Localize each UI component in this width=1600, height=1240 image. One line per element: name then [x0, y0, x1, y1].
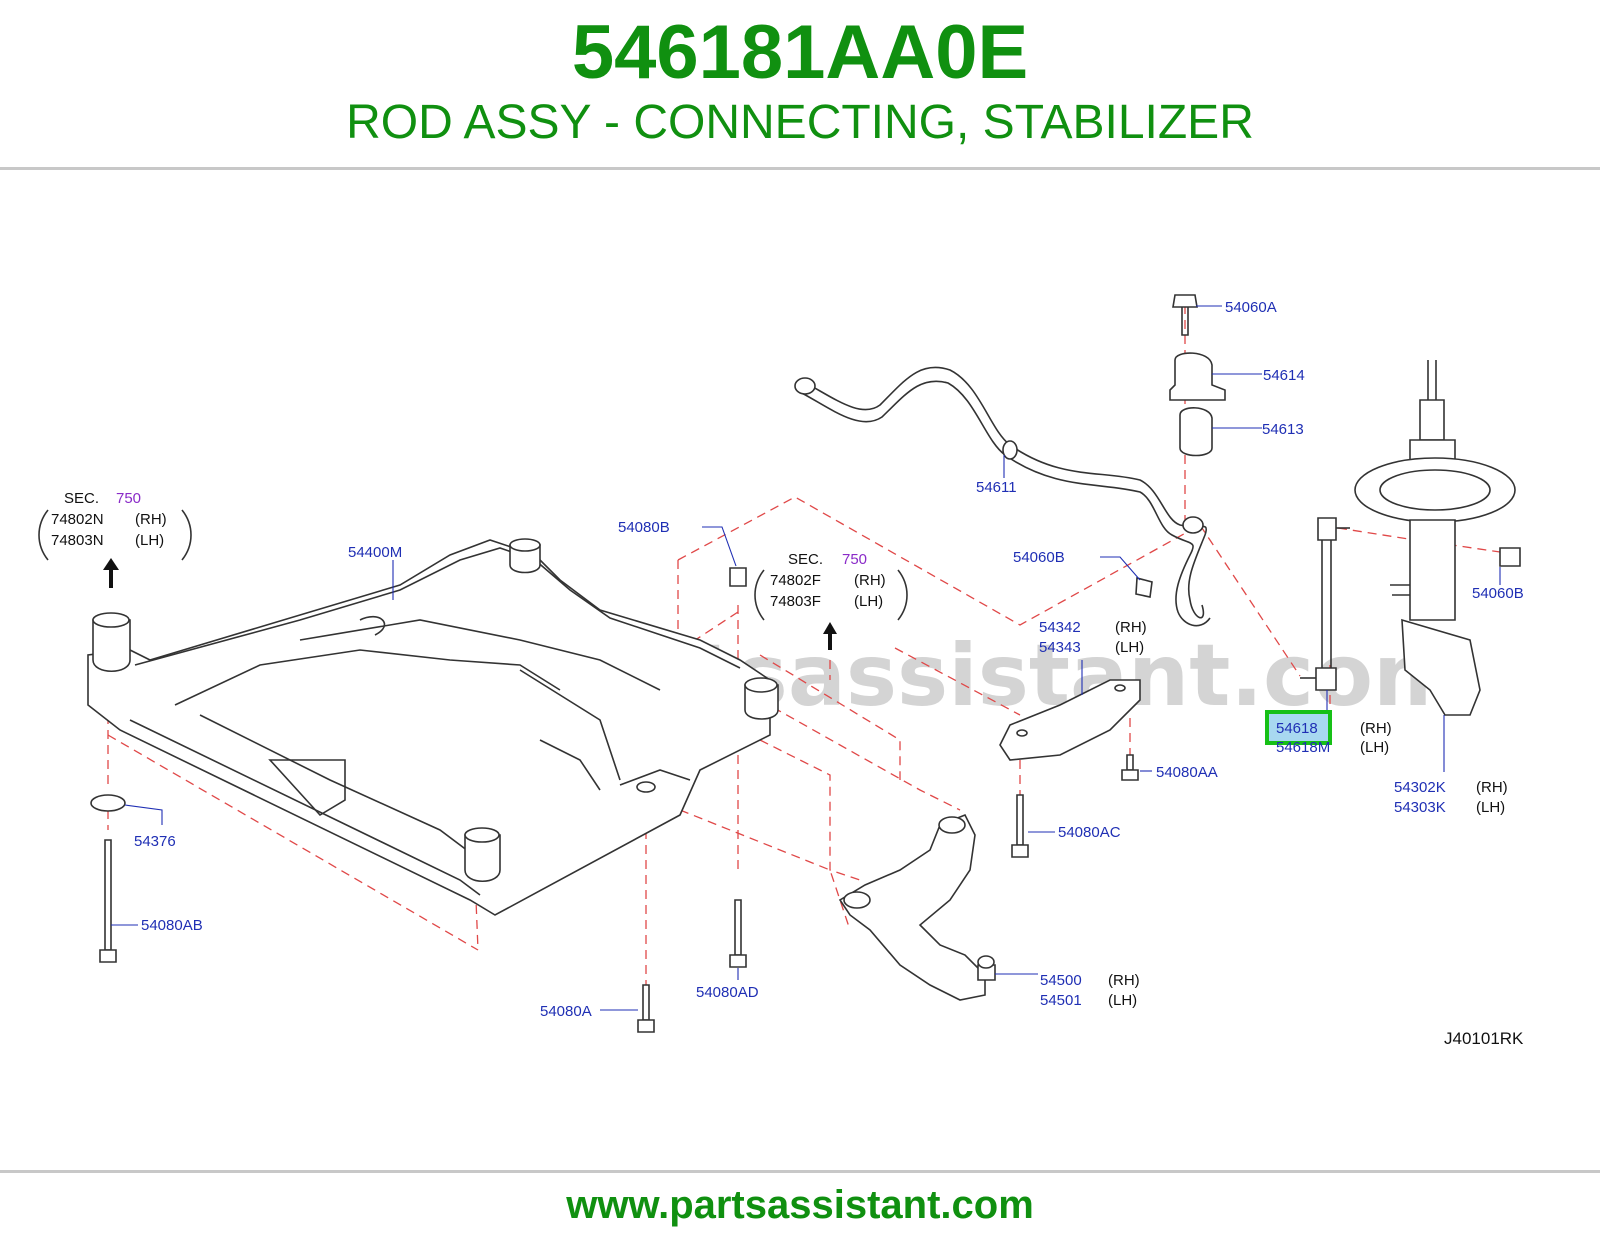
parts-diagram: www.partsassistant.com: [0, 170, 1600, 1168]
callout-54618[interactable]: 54618: [1276, 720, 1318, 737]
side-54501: (LH): [1108, 992, 1137, 1009]
callout-54500: 54500: [1040, 972, 1082, 989]
side-54303K: (LH): [1476, 799, 1505, 816]
page-header: 546181AA0E ROD ASSY - CONNECTING, STABIL…: [0, 0, 1600, 168]
front-suspension-member: [87, 538, 779, 916]
footer-divider: [0, 1170, 1600, 1173]
bolt-54080AA: [1126, 754, 1134, 771]
side-54302K: (RH): [1476, 779, 1508, 796]
bolt-54080AB: [104, 839, 112, 951]
callout-54342: 54342: [1039, 619, 1081, 636]
highlight-box-54618[interactable]: [1265, 710, 1332, 745]
bolt-54080AD: [734, 899, 742, 956]
callout-54376: 54376: [134, 833, 176, 850]
side-54342: (RH): [1115, 619, 1147, 636]
sec-center-rh: (RH): [854, 572, 886, 589]
bolt-54080AC: [1016, 794, 1024, 846]
callout-54302K: 54302K: [1394, 779, 1446, 796]
bolt-54080A: [642, 984, 650, 1021]
callout-54080A: 54080A: [540, 1003, 592, 1020]
callout-54303K: 54303K: [1394, 799, 1446, 816]
sec-left-rh-part: 74802N: [51, 511, 104, 528]
sec-center-lh: (LH): [854, 593, 883, 610]
sec-left-rh: (RH): [135, 511, 167, 528]
side-54618M: (LH): [1360, 739, 1389, 756]
sec-center-lh-part: 74803F: [770, 593, 821, 610]
callout-54080B: 54080B: [618, 519, 670, 536]
sec-center-number: 750: [842, 551, 867, 568]
sec-reference-left: SEC. 750 74802N (RH) 74803N (LH): [51, 490, 167, 549]
callout-54501: 54501: [1040, 992, 1082, 1009]
callout-54611: 54611: [976, 479, 1017, 496]
sec-left-label: SEC.: [64, 490, 99, 507]
callout-54614: 54614: [1263, 367, 1305, 384]
callout-54080AB: 54080AB: [141, 917, 203, 934]
callout-54060B-bar: 54060B: [1013, 549, 1065, 566]
nut-54080B: [729, 567, 747, 587]
sec-brackets: [38, 509, 908, 621]
side-54618: (RH): [1360, 720, 1392, 737]
washer-54376: [90, 794, 126, 812]
callout-labels: 54060A 54614 54613 54611 54060B 54060B 5…: [134, 299, 1524, 1020]
footer-website-link[interactable]: www.partsassistant.com: [566, 1183, 1034, 1227]
callout-54060A: 54060A: [1225, 299, 1277, 316]
callout-54080AD: 54080AD: [696, 984, 759, 1001]
part-description: ROD ASSY - CONNECTING, STABILIZER: [346, 96, 1254, 149]
section-arrows: [103, 558, 837, 650]
callout-leaders: [111, 305, 1501, 1011]
stabilizer-bar: [794, 366, 1211, 627]
side-54500: (RH): [1108, 972, 1140, 989]
fasteners: [90, 567, 1139, 1033]
diagram-reference-code: J40101RK: [1444, 1029, 1524, 1048]
sec-left-lh-part: 74803N: [51, 532, 104, 549]
callout-54400M: 54400M: [348, 544, 402, 561]
lower-arm-bracket: [999, 679, 1141, 761]
sec-center-label: SEC.: [788, 551, 823, 568]
stabilizer-link-rod: [1300, 517, 1350, 691]
sec-center-rh-part: 74802F: [770, 572, 821, 589]
sec-reference-center: SEC. 750 74802F (RH) 74803F (LH): [770, 551, 886, 610]
callout-54060B-strut: 54060B: [1472, 585, 1524, 602]
sec-left-lh: (LH): [135, 532, 164, 549]
stabilizer-mount-parts: [1135, 294, 1226, 598]
header-divider: [0, 167, 1600, 170]
parts-diagram-svg: www.partsassistant.com: [38, 294, 1524, 1048]
callout-54343: 54343: [1039, 639, 1081, 656]
callout-54080AC: 54080AC: [1058, 824, 1121, 841]
side-54343: (LH): [1115, 639, 1144, 656]
front-strut-assembly: [1354, 360, 1521, 716]
part-number-title: 546181AA0E: [571, 10, 1029, 95]
sec-left-number: 750: [116, 490, 141, 507]
callout-54618M: 54618M: [1276, 739, 1330, 756]
callout-54080AA: 54080AA: [1156, 764, 1218, 781]
callout-54613: 54613: [1262, 421, 1304, 438]
transverse-link: [838, 813, 996, 1001]
